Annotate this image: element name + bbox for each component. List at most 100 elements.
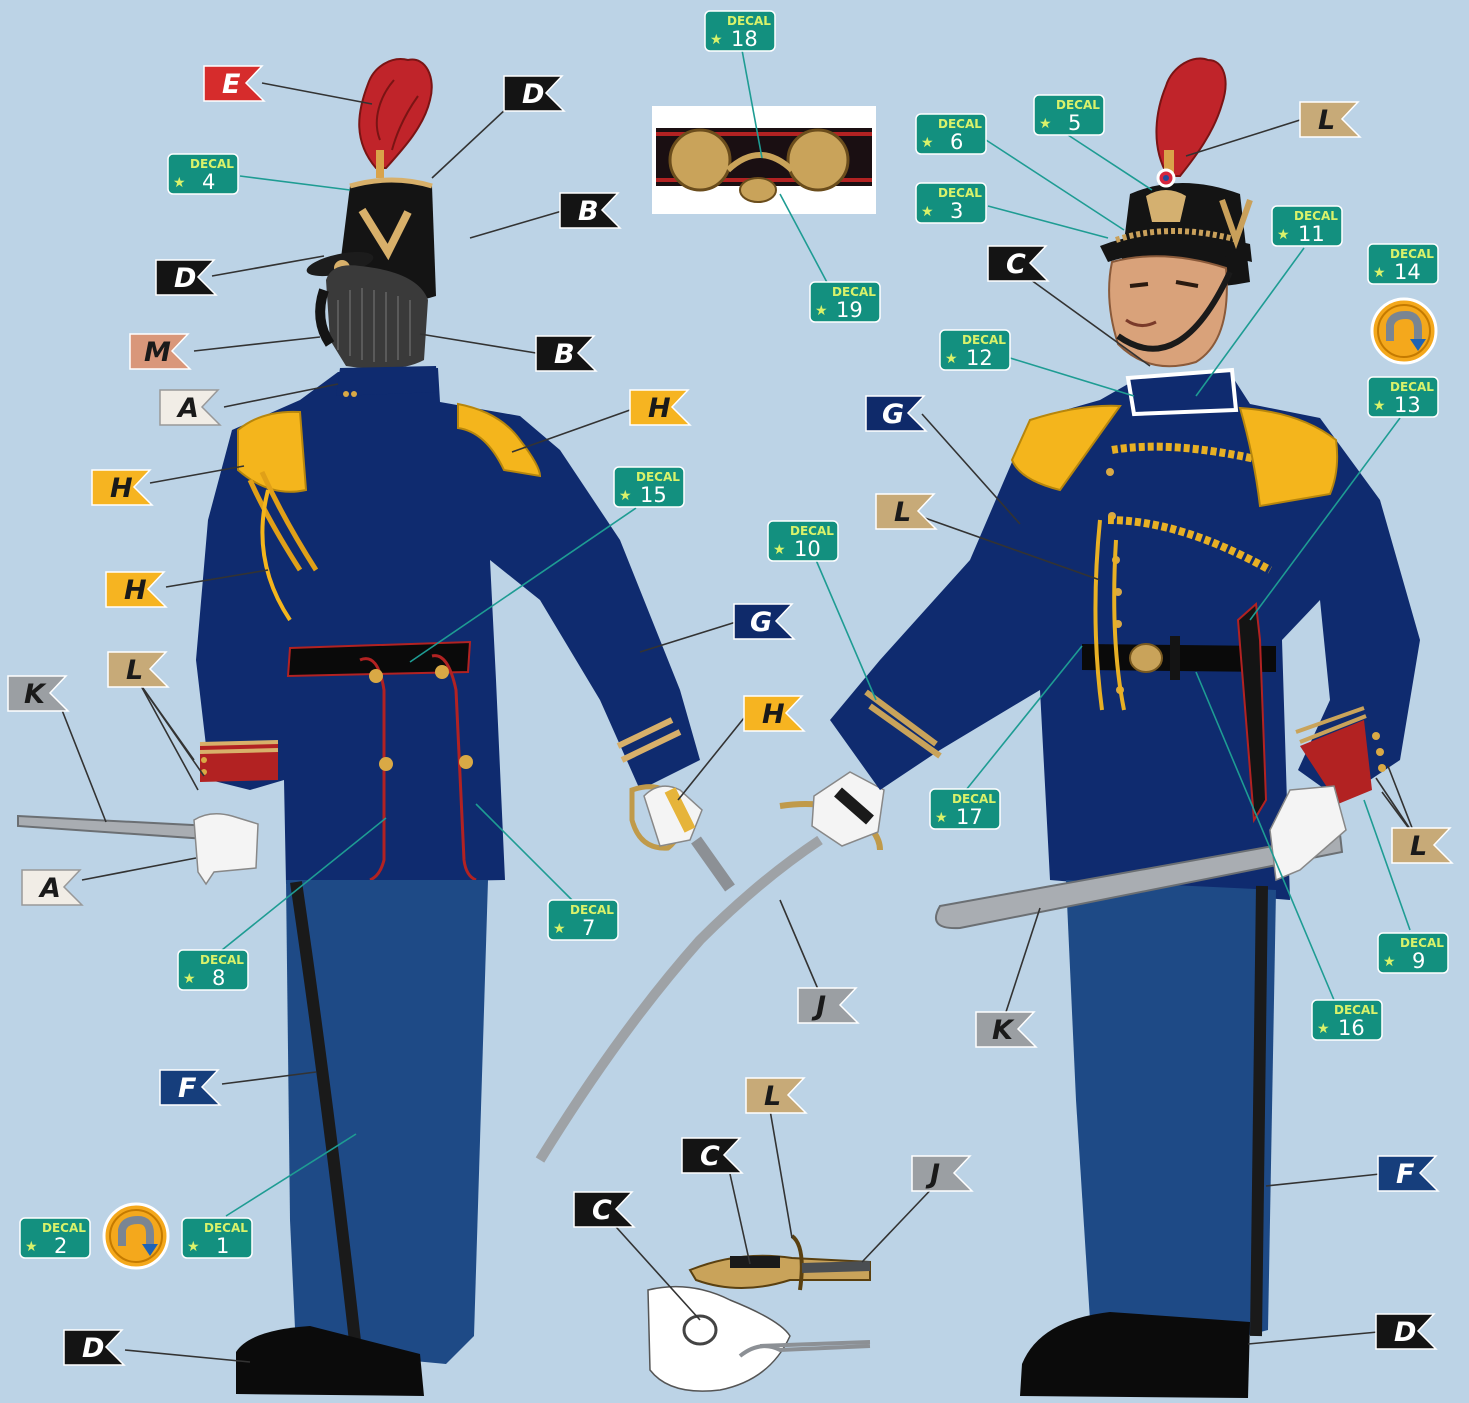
flag-J: J xyxy=(798,988,858,1023)
svg-text:F: F xyxy=(178,1073,197,1104)
sword-hand-inset xyxy=(648,1287,870,1391)
svg-text:DECAL: DECAL xyxy=(727,14,771,28)
belt-buckle-inset xyxy=(652,106,876,214)
svg-text:DECAL: DECAL xyxy=(1390,247,1434,261)
svg-text:L: L xyxy=(1318,105,1335,136)
flag-D: D xyxy=(1376,1314,1436,1349)
svg-text:19: 19 xyxy=(836,298,863,322)
flag-B: B xyxy=(536,336,596,371)
decal-12: DECAL12 ★ xyxy=(940,330,1010,370)
svg-text:L: L xyxy=(894,497,911,528)
left-collar xyxy=(336,366,438,396)
flag-L: L xyxy=(1300,102,1360,137)
right-soldier-figure xyxy=(830,58,1420,1398)
flag-K: K xyxy=(976,1012,1036,1047)
svg-text:H: H xyxy=(124,575,147,606)
svg-text:E: E xyxy=(222,69,241,100)
svg-text:★: ★ xyxy=(1277,226,1290,242)
svg-text:C: C xyxy=(1006,249,1026,280)
svg-text:2: 2 xyxy=(54,1234,67,1258)
right-collar xyxy=(1128,370,1236,414)
svg-text:★: ★ xyxy=(183,970,196,986)
svg-text:16: 16 xyxy=(1338,1016,1365,1040)
svg-text:★: ★ xyxy=(1383,953,1396,969)
flag-L: L xyxy=(1392,828,1452,863)
svg-text:5: 5 xyxy=(1068,111,1081,135)
svg-text:DECAL: DECAL xyxy=(200,953,244,967)
flag-B: B xyxy=(560,193,620,228)
svg-text:12: 12 xyxy=(966,346,993,370)
svg-text:★: ★ xyxy=(1373,397,1386,413)
svg-text:15: 15 xyxy=(640,483,667,507)
flag-D: D xyxy=(64,1330,124,1365)
flag-H: H xyxy=(630,390,690,425)
svg-text:L: L xyxy=(764,1081,781,1112)
flag-H: H xyxy=(744,696,804,731)
svg-text:D: D xyxy=(174,263,196,294)
svg-text:B: B xyxy=(554,339,575,370)
svg-text:D: D xyxy=(1394,1317,1416,1348)
svg-text:17: 17 xyxy=(956,805,983,829)
svg-text:DECAL: DECAL xyxy=(636,470,680,484)
svg-text:C: C xyxy=(700,1141,720,1172)
decal-19: DECAL19★ xyxy=(810,282,880,322)
svg-text:H: H xyxy=(762,699,785,730)
svg-text:DECAL: DECAL xyxy=(790,524,834,538)
svg-text:★: ★ xyxy=(921,203,934,219)
svg-text:C: C xyxy=(592,1195,612,1226)
svg-text:18: 18 xyxy=(731,27,758,51)
svg-text:★: ★ xyxy=(935,809,948,825)
left-plume xyxy=(359,59,432,178)
flag-J: J xyxy=(912,1156,972,1191)
svg-text:DECAL: DECAL xyxy=(42,1221,86,1235)
svg-text:★: ★ xyxy=(25,1238,38,1254)
flag-C: C xyxy=(574,1192,634,1227)
svg-text:DECAL: DECAL xyxy=(962,333,1006,347)
flag-D: D xyxy=(156,260,216,295)
flag-F: F xyxy=(160,1070,220,1105)
svg-text:K: K xyxy=(24,679,47,710)
svg-text:★: ★ xyxy=(173,174,186,190)
svg-text:10: 10 xyxy=(794,537,821,561)
svg-text:DECAL: DECAL xyxy=(952,792,996,806)
svg-text:K: K xyxy=(992,1015,1015,1046)
svg-text:3: 3 xyxy=(950,199,963,223)
svg-text:★: ★ xyxy=(553,920,566,936)
decal-10: DECAL10 ★ xyxy=(768,521,838,561)
flag-M: M xyxy=(130,334,190,369)
svg-text:G: G xyxy=(882,399,904,430)
svg-text:★: ★ xyxy=(815,302,828,318)
flag-A: A xyxy=(160,390,220,425)
flag-A: A xyxy=(22,870,82,905)
left-sword-hilt xyxy=(632,786,730,888)
decal-8: DECAL8★ xyxy=(178,950,248,990)
left-glove xyxy=(194,814,258,884)
svg-text:★: ★ xyxy=(187,1238,200,1254)
svg-text:B: B xyxy=(578,196,599,227)
svg-text:★: ★ xyxy=(773,541,786,557)
svg-text:L: L xyxy=(1410,831,1427,862)
svg-text:★: ★ xyxy=(1039,115,1052,131)
flag-L: L xyxy=(746,1078,806,1113)
flag-G: G xyxy=(734,604,794,639)
svg-text:★: ★ xyxy=(945,350,958,366)
svg-text:DECAL: DECAL xyxy=(190,157,234,171)
decal-18: DECAL18★ xyxy=(705,11,775,51)
svg-text:A: A xyxy=(38,873,61,904)
svg-text:DECAL: DECAL xyxy=(1294,209,1338,223)
svg-text:DECAL: DECAL xyxy=(1334,1003,1378,1017)
svg-text:DECAL: DECAL xyxy=(938,186,982,200)
flag-L: L xyxy=(876,494,936,529)
flag-F: F xyxy=(1378,1156,1438,1191)
svg-text:1: 1 xyxy=(216,1234,229,1258)
left-trousers xyxy=(286,880,488,1364)
svg-text:★: ★ xyxy=(921,134,934,150)
flag-C: C xyxy=(682,1138,742,1173)
flag-C: C xyxy=(988,246,1048,281)
center-sword xyxy=(540,772,884,1160)
svg-text:DECAL: DECAL xyxy=(1390,380,1434,394)
